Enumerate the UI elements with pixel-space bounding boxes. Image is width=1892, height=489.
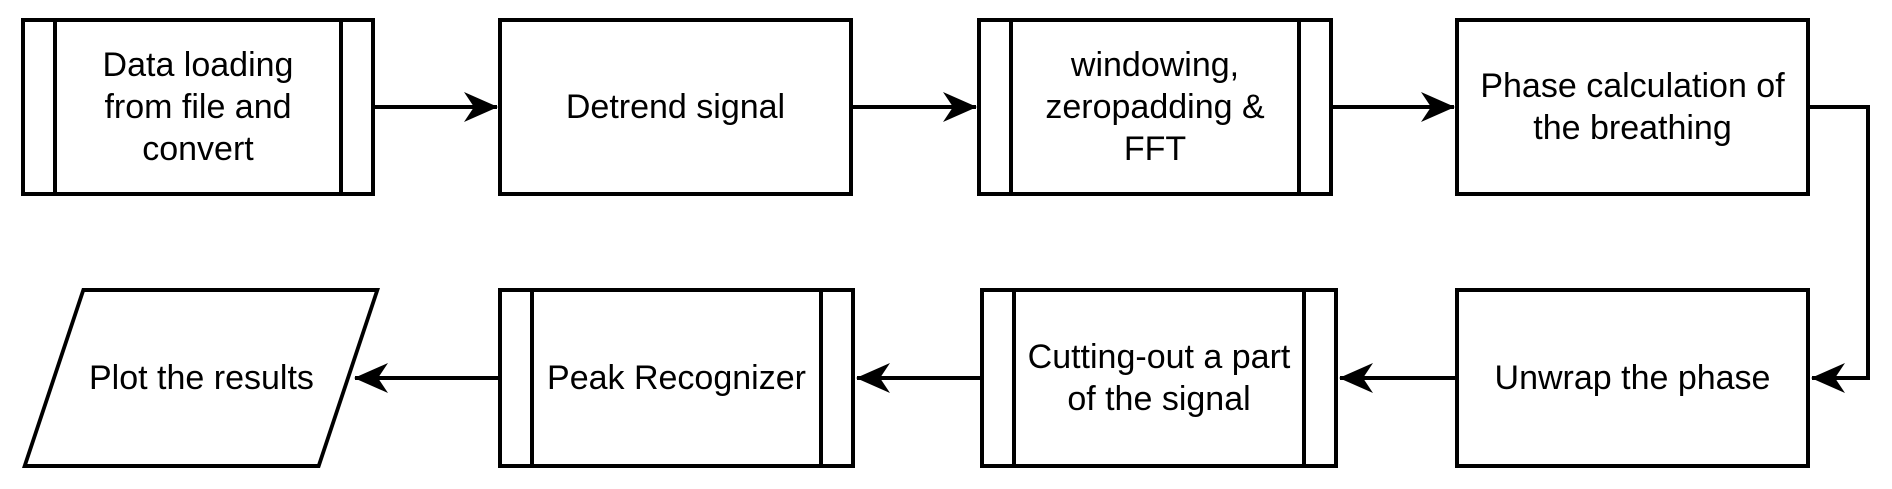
label-line: convert <box>142 130 254 168</box>
node-label: Phase calculation of the breathing <box>1480 65 1784 149</box>
label-line: the breathing <box>1533 109 1732 147</box>
node-label: Plot the results <box>89 357 314 399</box>
node-label: Peak Recognizer <box>547 357 806 399</box>
label-line: Phase calculation of <box>1480 67 1785 105</box>
node-label: Detrend signal <box>566 86 785 128</box>
subroutine-bar-left <box>530 292 534 464</box>
node-windowing-fft: windowing, zeropadding & FFT <box>977 18 1333 196</box>
subroutine-bar-right <box>339 22 343 192</box>
node-unwrap-phase: Unwrap the phase <box>1455 288 1810 468</box>
node-label: Data loading from file and convert <box>103 44 294 170</box>
label-line: Cutting-out a part <box>1027 338 1291 376</box>
node-detrend-signal: Detrend signal <box>498 18 853 196</box>
node-plot-results: Plot the results <box>22 288 380 468</box>
subroutine-bar-left <box>53 22 57 192</box>
label-line: of the signal <box>1067 380 1251 418</box>
subroutine-bar-left <box>1012 292 1016 464</box>
subroutine-bar-right <box>1297 22 1301 192</box>
label-line: Data loading <box>102 46 294 84</box>
label-line: zeropadding & <box>1045 88 1265 126</box>
node-data-loading: Data loading from file and convert <box>21 18 375 196</box>
label-line: from file and <box>104 88 292 126</box>
node-phase-calculation: Phase calculation of the breathing <box>1455 18 1810 196</box>
subroutine-bar-left <box>1009 22 1013 192</box>
node-peak-recognizer: Peak Recognizer <box>498 288 855 468</box>
label-line: FFT <box>1123 130 1187 168</box>
label-line: Unwrap the phase <box>1494 359 1771 397</box>
label-line: Plot the results <box>88 359 314 397</box>
subroutine-bar-right <box>1302 292 1306 464</box>
node-cutting-out: Cutting-out a part of the signal <box>980 288 1338 468</box>
arrow-phase-calculation-to-unwrap <box>1810 105 1870 393</box>
subroutine-bar-right <box>819 292 823 464</box>
label-line: Detrend signal <box>565 88 786 126</box>
label-line: Peak Recognizer <box>547 359 806 397</box>
node-label: Unwrap the phase <box>1495 357 1771 399</box>
label-line: windowing, <box>1070 46 1240 84</box>
node-label: Cutting-out a part of the signal <box>1028 336 1291 420</box>
node-label: windowing, zeropadding & FFT <box>1045 44 1264 170</box>
